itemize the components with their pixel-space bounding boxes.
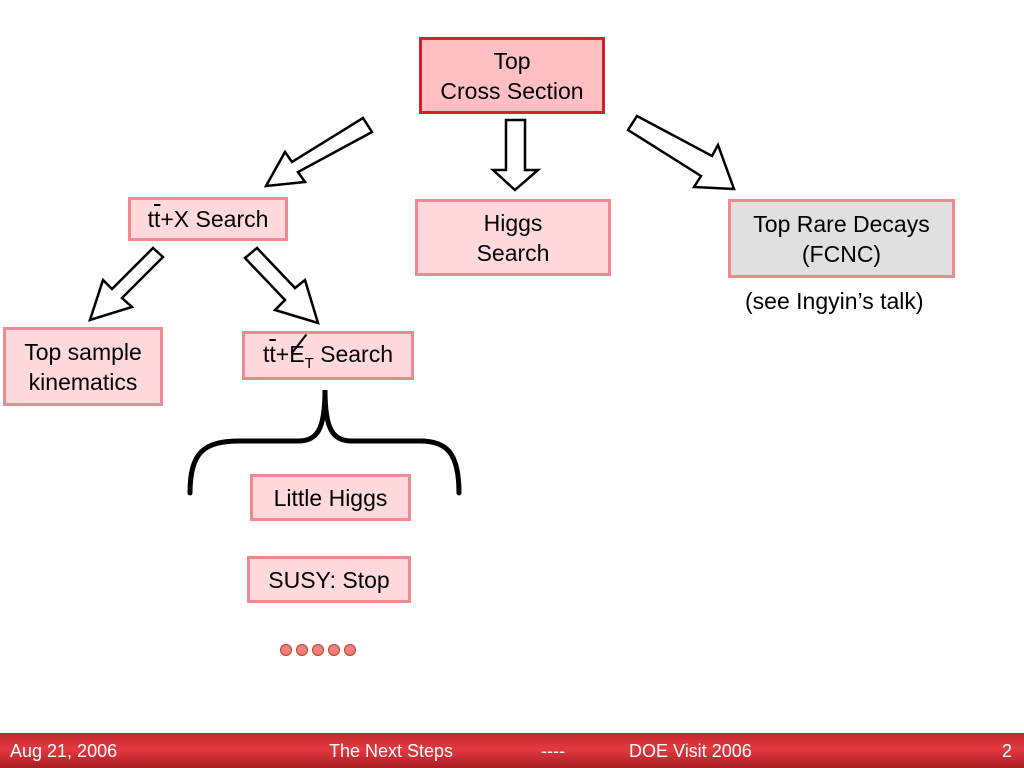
- node-higgs-search: Higgs Search: [415, 199, 611, 276]
- arrow-to-ttmet-search: [243, 246, 320, 325]
- see-ingyin-talk-note: (see Ingyin’s talk): [745, 288, 924, 314]
- node-top-sample-line1: Top sample: [24, 338, 142, 365]
- missing-et-symbol: E: [289, 333, 308, 369]
- arrow-to-top-sample: [88, 246, 165, 322]
- footer-page-number: 2: [1002, 741, 1013, 761]
- node-top-cross-section-line1: Top: [493, 47, 531, 74]
- node-higgs-search-line2: Search: [476, 239, 550, 266]
- footer-date: Aug 21, 2006: [10, 741, 118, 761]
- node-ttx-search: tt+X Search: [128, 197, 288, 241]
- node-ttmet-label: Search: [313, 340, 393, 367]
- node-ttmet-prefix: tt: [263, 340, 276, 367]
- node-susy-stop-label: SUSY: Stop: [268, 566, 390, 593]
- node-susy-stop: SUSY: Stop: [247, 556, 411, 603]
- node-top-sample-kinematics: Top sample kinematics: [3, 327, 163, 406]
- node-little-higgs-label: Little Higgs: [273, 484, 388, 511]
- node-top-sample-line2: kinematics: [28, 368, 138, 395]
- arrow-to-rare-decays: [626, 114, 736, 191]
- dot: [328, 644, 340, 656]
- dot: [296, 644, 308, 656]
- curly-brace: [187, 389, 462, 496]
- node-rare-decays-line2: (FCNC): [801, 240, 882, 267]
- slide-footer: Aug 21, 2006 The Next Steps ---- DOE Vis…: [0, 733, 1024, 768]
- dot: [344, 644, 356, 656]
- footer-event: DOE Visit 2006: [629, 741, 752, 761]
- footer-separator: ----: [541, 741, 565, 761]
- arrow-to-ttx-search: [263, 116, 374, 188]
- dot: [312, 644, 324, 656]
- node-ttmet-met-sub: T: [304, 354, 314, 372]
- node-top-rare-decays: Top Rare Decays (FCNC): [728, 199, 955, 278]
- dot: [280, 644, 292, 656]
- arrow-to-higgs-search: [489, 118, 542, 192]
- node-ttx-search-label: +X Search: [160, 206, 269, 232]
- node-ttmet-met: E: [289, 340, 305, 367]
- node-top-cross-section: Top Cross Section: [419, 37, 605, 114]
- ellipsis-dots: [280, 644, 356, 656]
- node-higgs-search-line1: Higgs: [483, 209, 543, 236]
- node-rare-decays-line1: Top Rare Decays: [753, 210, 930, 237]
- footer-title: The Next Steps: [329, 741, 454, 761]
- node-ttmet-plus: +: [275, 340, 290, 367]
- node-ttx-search-prefix: tt: [147, 206, 161, 232]
- node-ttx-search-text: tt+X Search: [148, 204, 269, 234]
- node-top-cross-section-line2: Cross Section: [440, 77, 584, 104]
- node-little-higgs: Little Higgs: [250, 474, 411, 521]
